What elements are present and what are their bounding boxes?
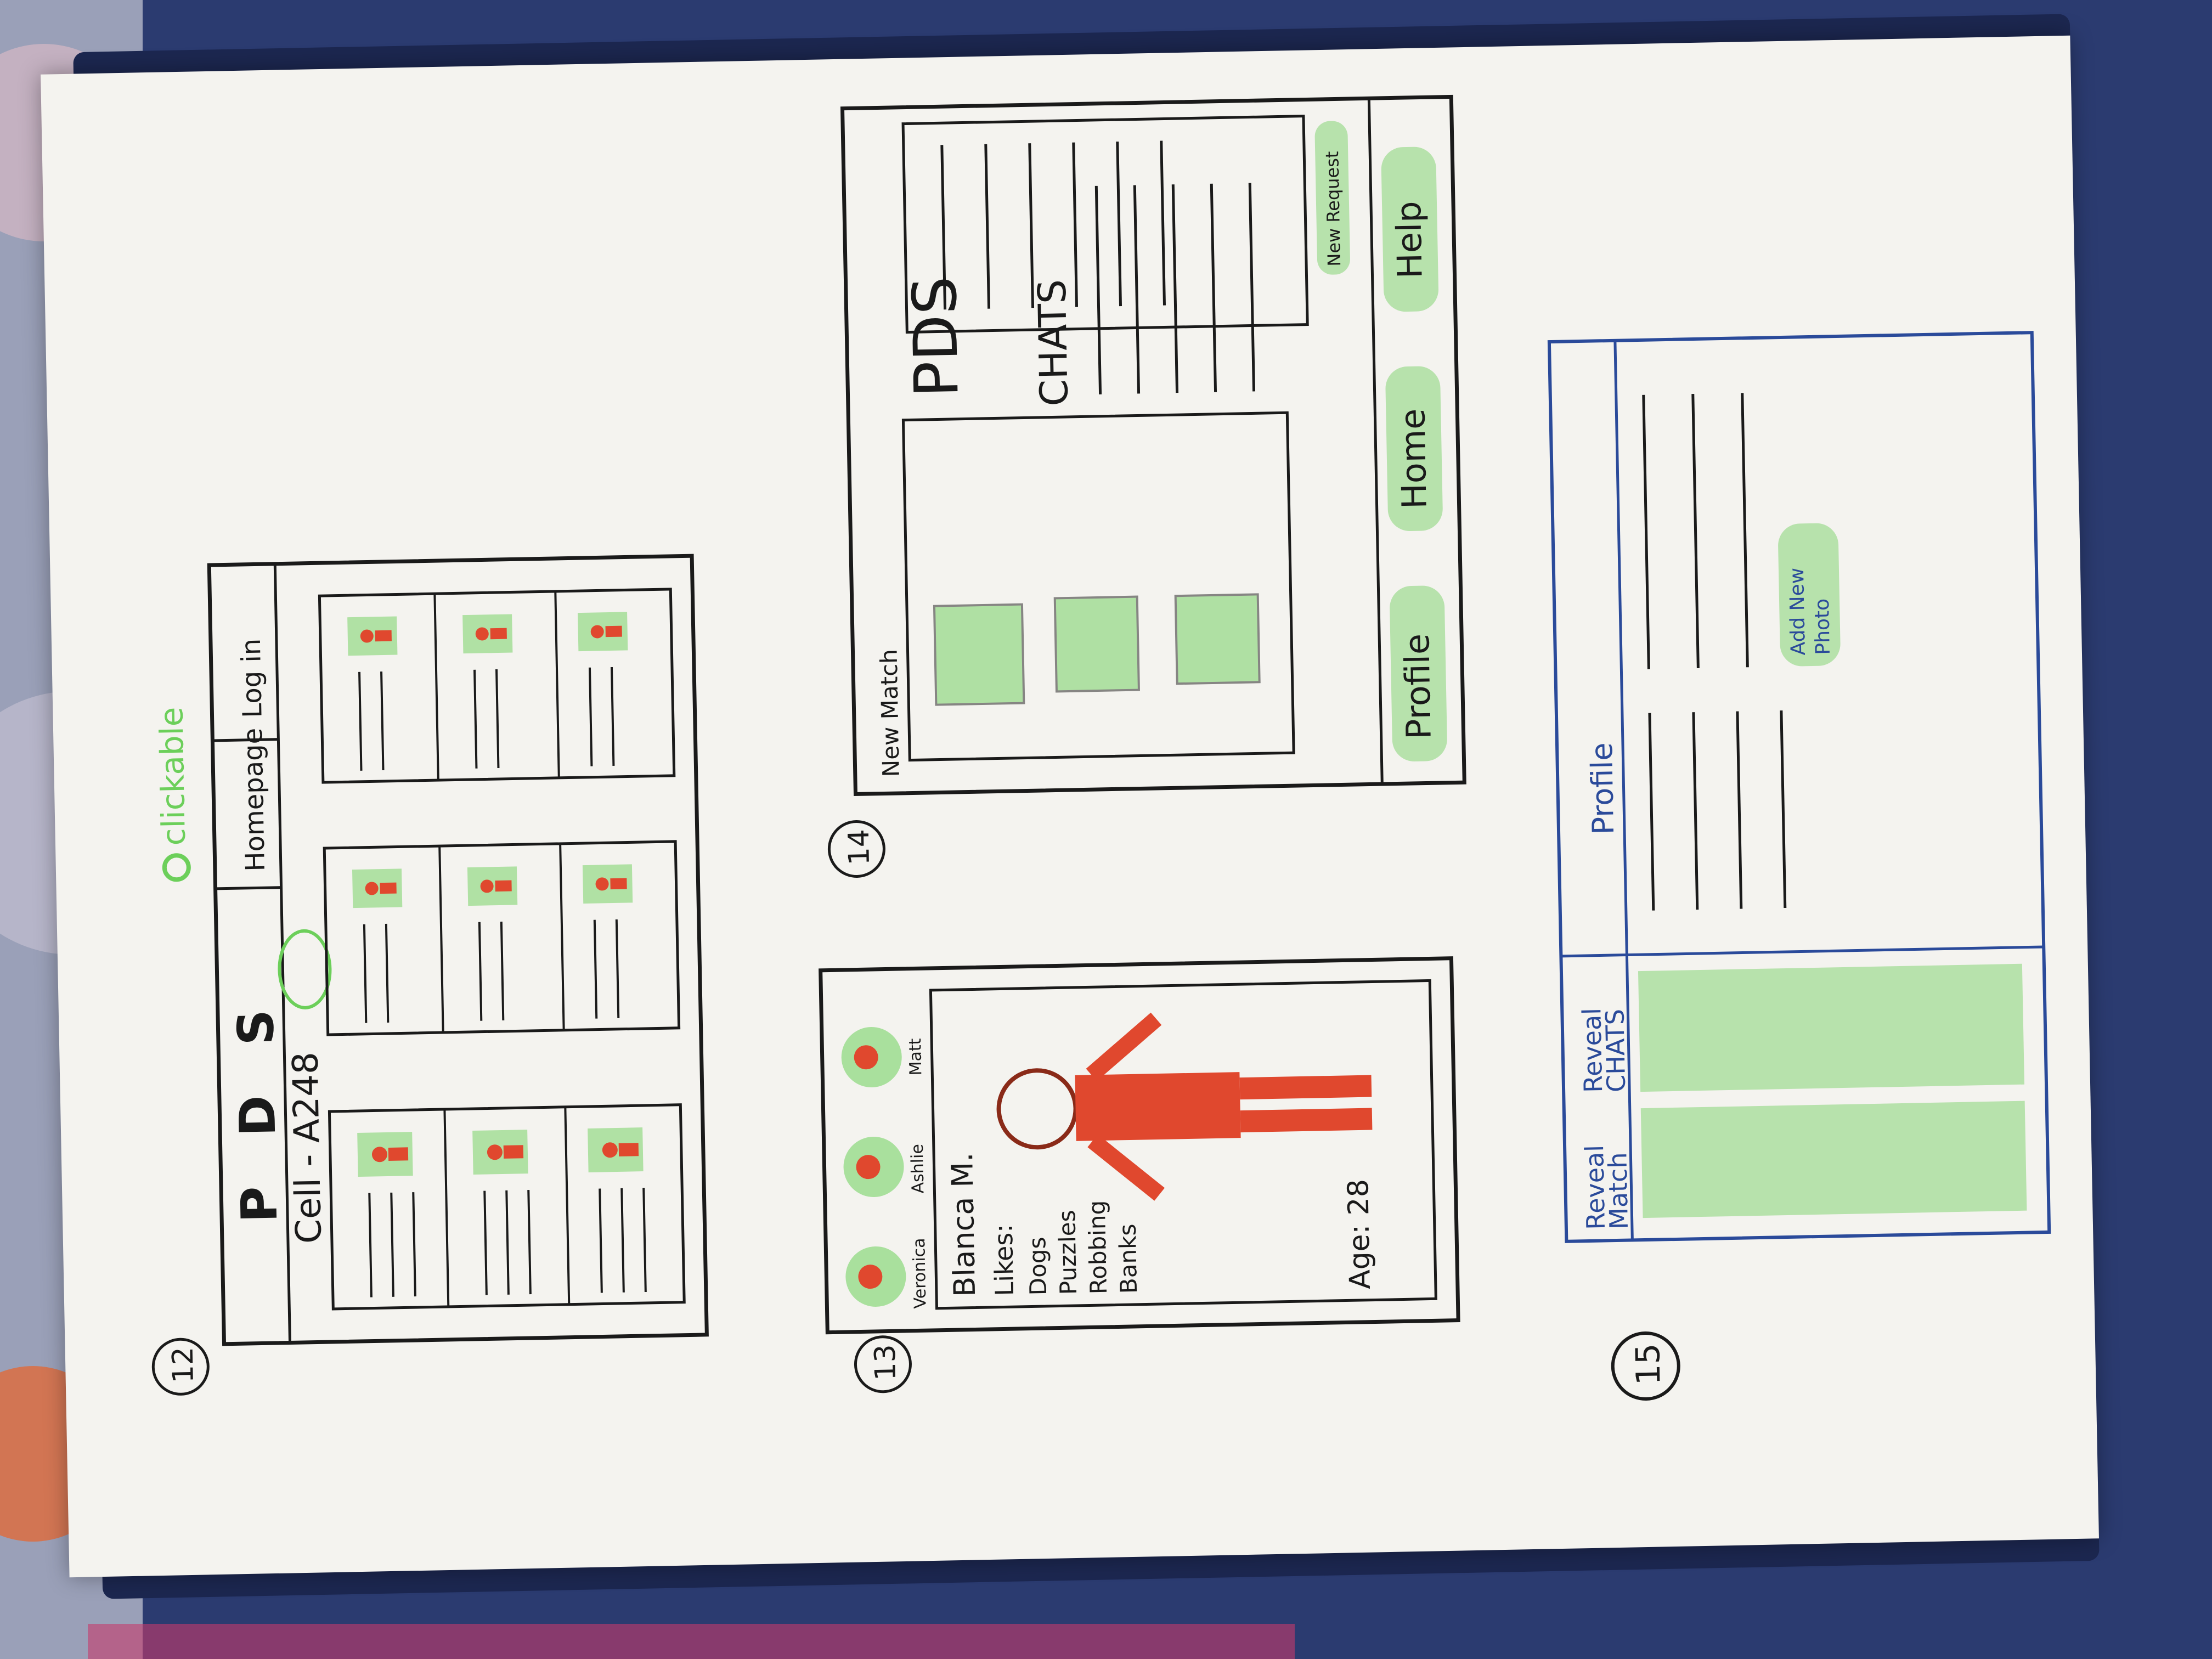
- profile-thumbnail[interactable]: [347, 616, 398, 656]
- reveal-chats-area[interactable]: [1638, 963, 2025, 1092]
- profile-thumbnail[interactable]: [467, 866, 518, 906]
- request-list-lines: [940, 140, 1166, 310]
- desktop-frame: [1547, 331, 2051, 1243]
- profile-heading: Profile: [1584, 742, 1621, 835]
- avatar-veronica[interactable]: Veronica: [845, 1238, 930, 1310]
- profile-thumbnail[interactable]: [472, 1130, 528, 1175]
- like-item: Puzzles: [1053, 1210, 1082, 1295]
- profile-figure-illustration: [996, 1012, 1373, 1201]
- sketch-number-circle: [1611, 1331, 1680, 1401]
- clickable-legend-icon: [162, 853, 191, 882]
- sketch-number: 14: [843, 829, 876, 866]
- reveal-match-label: Reveal: [1579, 1145, 1611, 1231]
- legend: clickable: [153, 707, 193, 882]
- like-item: Robbing: [1084, 1200, 1112, 1294]
- profile-card: [929, 979, 1437, 1310]
- sketch-15: 15 Reveal Match Reveal CHATS Profile: [1547, 331, 2051, 1401]
- match-thumbnail[interactable]: [933, 603, 1025, 706]
- avatar-name: Veronica: [910, 1238, 930, 1309]
- sketch-13: 13 Veronica Ashlie Matt Blanca M. Like: [819, 956, 1460, 1393]
- card-column: [323, 840, 681, 1036]
- add-new-photo-button[interactable]: Add New Photo: [1778, 523, 1841, 667]
- sketch-number: 15: [1629, 1343, 1668, 1386]
- bottom-nav-divider: [1367, 98, 1384, 785]
- likes-label: Likes:: [989, 1224, 1020, 1296]
- svg-text:Help: Help: [1389, 201, 1430, 279]
- sketch-number-circle: [854, 1335, 912, 1393]
- profile-text-lines: [1642, 393, 1787, 911]
- sketch-14: 14 New Match PDS CHATS: [827, 94, 1466, 878]
- avatar-matt[interactable]: Matt: [841, 1026, 926, 1088]
- svg-text:Profile: Profile: [1397, 633, 1439, 740]
- card-column: [328, 1103, 686, 1311]
- match-thumbnail[interactable]: [1053, 595, 1140, 693]
- nav-help[interactable]: Help: [1381, 146, 1439, 312]
- avatar-ashlie[interactable]: Ashlie: [843, 1136, 928, 1198]
- phone-frame: [819, 956, 1460, 1335]
- match-thumbnail[interactable]: [1174, 593, 1261, 685]
- new-match-label: New Match: [875, 649, 904, 777]
- profile-age: Age: 28: [1342, 1179, 1377, 1290]
- profile-thumbnail[interactable]: [357, 1132, 413, 1177]
- reveal-chats-label: Reveal: [1577, 1008, 1608, 1093]
- text-placeholder-lines: [358, 667, 647, 1297]
- nav-divider: [212, 738, 279, 742]
- chats-label: CHATS: [1030, 279, 1077, 407]
- nav-home[interactable]: Home: [1385, 366, 1443, 532]
- sketch-paper: clickable 12 P D S Cell - A248 Homepage …: [41, 35, 2099, 1578]
- site-logo: P D S: [227, 992, 289, 1223]
- svg-text:Add New: Add New: [1786, 567, 1810, 655]
- cell-label: Cell - A248: [285, 1052, 330, 1244]
- nav-login[interactable]: Log in: [236, 638, 268, 718]
- profile-thumbnail[interactable]: [578, 612, 628, 652]
- nav-homepage[interactable]: Homepage: [238, 727, 271, 872]
- svg-text:Home: Home: [1392, 408, 1435, 509]
- legend-text: clickable: [153, 707, 193, 846]
- sketch-number: 12: [167, 1346, 200, 1383]
- avatar-name: Matt: [906, 1038, 926, 1076]
- like-item: Dogs: [1024, 1237, 1052, 1296]
- reveal-match-area[interactable]: [1640, 1101, 2027, 1218]
- profile-thumbnail[interactable]: [352, 868, 403, 909]
- profile-thumbnail[interactable]: [462, 614, 513, 654]
- sketch-number-circle: [827, 820, 885, 878]
- new-request-label: New Request: [1322, 151, 1345, 267]
- reveal-match-label: Match: [1602, 1152, 1634, 1229]
- reveal-chats-label: CHATS: [1600, 1009, 1631, 1093]
- sketch-canvas: clickable 12 P D S Cell - A248 Homepage …: [151, 94, 2051, 1401]
- requests-panel: [901, 115, 1309, 334]
- like-item: Banks: [1114, 1223, 1142, 1294]
- nav-profile[interactable]: Profile: [1389, 585, 1447, 762]
- cell-highlight: [278, 929, 332, 1009]
- sketch-number-circle: [151, 1338, 210, 1396]
- profile-thumbnail[interactable]: [588, 1127, 644, 1172]
- profile-name: Blanca M.: [945, 1152, 982, 1297]
- svg-text:Photo: Photo: [1811, 599, 1835, 655]
- column-divider: [1561, 945, 2044, 958]
- avatar-name: Ashlie: [908, 1144, 928, 1194]
- card-column: [318, 588, 676, 784]
- phone-frame: [840, 94, 1466, 797]
- sketch-number: 13: [869, 1344, 902, 1381]
- chat-list-lines: [1094, 183, 1256, 394]
- app-logo: PDS: [899, 275, 972, 398]
- profile-thumbnail[interactable]: [582, 864, 633, 904]
- nav-divider: [215, 886, 281, 890]
- desktop-frame: [207, 554, 709, 1346]
- new-match-panel: [901, 411, 1295, 762]
- new-request-button[interactable]: New Request: [1314, 121, 1350, 275]
- sketch-12: 12 P D S Cell - A248 Homepage Log in: [151, 554, 709, 1396]
- header-divider: [1613, 340, 1634, 1240]
